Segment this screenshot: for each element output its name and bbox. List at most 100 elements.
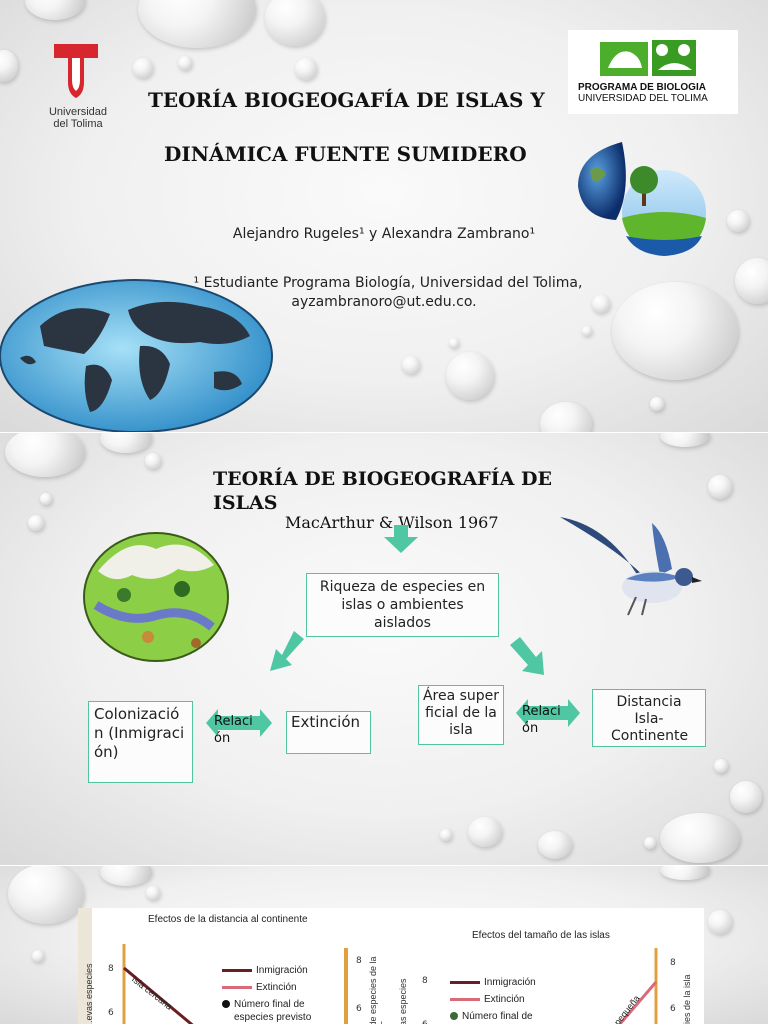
left-chart-right-y-label: ...de especies de la isla bbox=[368, 956, 382, 1024]
blue-jay-illustration bbox=[556, 515, 706, 631]
water-drop bbox=[138, 0, 256, 48]
program-logo-text: PROGRAMA DE BIOLOGIA UNIVERSIDAD DEL TOL… bbox=[578, 82, 733, 104]
legend-label: Número final de bbox=[462, 1011, 533, 1022]
water-drop bbox=[592, 295, 610, 313]
earth-nature-image bbox=[576, 140, 708, 258]
right-chart-y-label: ...vas especies bbox=[398, 978, 408, 1024]
water-drop bbox=[0, 50, 18, 82]
left-immigration-line bbox=[123, 966, 194, 1024]
left-chart-legend: Inmigración Extinción Número final de es… bbox=[222, 964, 352, 1024]
slide2-title-line2: ISLAS bbox=[213, 492, 278, 514]
world-map-image bbox=[0, 276, 275, 432]
relacion-left-label: Relación bbox=[214, 714, 253, 746]
water-drop bbox=[644, 837, 656, 849]
affiliation-email: ayzambranoro@ut.edu.co. bbox=[291, 294, 477, 310]
slide2-title: TEORÍA DE BIOGEOGRAFÍA DE ISLAS bbox=[213, 467, 552, 515]
left-chart-title: Efectos de la distancia al continente bbox=[148, 914, 308, 925]
frog-logo-icon bbox=[600, 40, 696, 76]
water-drop bbox=[735, 258, 768, 304]
water-drop bbox=[295, 58, 317, 80]
water-drop bbox=[440, 829, 452, 841]
water-drop bbox=[178, 56, 192, 70]
right-chart-tick: 8 bbox=[670, 958, 676, 968]
university-name: Universidad del Tolima bbox=[38, 106, 118, 130]
water-drop bbox=[714, 759, 728, 773]
right-extinction-line bbox=[618, 981, 658, 1024]
water-drop bbox=[145, 453, 161, 469]
legend-item-extinction: Extinción bbox=[222, 981, 352, 994]
right-chart-legend: Inmigración Extinción Número final de bbox=[450, 976, 580, 1023]
water-drop bbox=[133, 58, 153, 78]
water-drop bbox=[730, 781, 762, 813]
water-drop bbox=[146, 886, 160, 900]
legend-item-immigration: Inmigración bbox=[222, 964, 352, 977]
water-drop bbox=[28, 515, 44, 531]
relacion-left-arrow: Relación bbox=[206, 709, 272, 746]
water-drop bbox=[708, 475, 732, 499]
distancia-box: Distancia Isla-Continente bbox=[592, 689, 706, 747]
program-logo: PROGRAMA DE BIOLOGIA UNIVERSIDAD DEL TOL… bbox=[568, 30, 738, 114]
page-edge bbox=[78, 908, 92, 1024]
left-chart-tick: 8 bbox=[356, 956, 362, 966]
legend-label: Inmigración bbox=[256, 965, 308, 976]
right-chart-tick: 6 bbox=[670, 1004, 676, 1014]
relacion-right-label: Relación bbox=[522, 704, 561, 736]
university-name-line2: del Tolima bbox=[53, 118, 103, 130]
water-drop bbox=[582, 326, 592, 336]
water-drop bbox=[449, 338, 459, 348]
water-drop bbox=[25, 0, 85, 20]
legend-label: Número final de especies previsto bbox=[234, 999, 312, 1023]
water-drop bbox=[468, 817, 502, 847]
water-drop bbox=[650, 397, 664, 411]
legend-item-immigration: Inmigración bbox=[450, 976, 580, 989]
water-drop bbox=[40, 493, 52, 505]
water-drop bbox=[265, 0, 325, 46]
slide-title: Universidad del Tolima PROGRAMA DE BIOLO… bbox=[0, 0, 768, 432]
left-chart-tick: 6 bbox=[108, 1008, 114, 1018]
program-logo-line1: PROGRAMA DE BIOLOGIA bbox=[578, 82, 706, 93]
arrow-down-icon bbox=[384, 525, 418, 557]
water-drop bbox=[540, 402, 592, 432]
water-drop bbox=[708, 910, 732, 934]
water-drop bbox=[32, 950, 44, 962]
legend-label: Inmigración bbox=[484, 977, 536, 988]
left-chart-plot bbox=[122, 944, 194, 1024]
water-drop bbox=[538, 831, 572, 859]
water-drop bbox=[5, 433, 85, 477]
right-chart-plot bbox=[618, 948, 658, 1024]
slide2-subtitle: MacArthur & Wilson 1967 bbox=[285, 513, 499, 532]
left-chart-tick: 6 bbox=[356, 1004, 362, 1014]
slide2-title-line1: TEORÍA DE BIOGEOGRAFÍA DE bbox=[213, 468, 552, 490]
university-logo-icon bbox=[48, 42, 104, 100]
species-richness-box: Riqueza de especies en islas o ambientes… bbox=[306, 573, 499, 637]
arrow-down-left-icon bbox=[268, 631, 306, 677]
right-chart-tick: 8 bbox=[422, 976, 428, 986]
island-illustration bbox=[78, 515, 234, 665]
left-chart-right-axis bbox=[344, 948, 348, 1024]
water-drop bbox=[727, 210, 749, 232]
left-chart-y-label: ...evas especies bbox=[84, 963, 94, 1024]
water-drop bbox=[8, 866, 84, 924]
program-logo-line2: UNIVERSIDAD DEL TOLIMA bbox=[578, 93, 708, 104]
water-drop bbox=[660, 813, 740, 863]
water-drop bbox=[660, 433, 710, 447]
authors: Alejandro Rugeles¹ y Alexandra Zambrano¹ bbox=[232, 226, 536, 242]
university-name-line1: Universidad bbox=[48, 106, 108, 118]
water-drop bbox=[100, 866, 152, 886]
legend-label: Extinción bbox=[256, 982, 297, 993]
legend-item-extinction: Extinción bbox=[450, 993, 580, 1006]
right-chart-right-y-label: ...cies de la isla bbox=[682, 974, 692, 1024]
affiliation: ¹ Estudiante Programa Biología, Universi… bbox=[0, 274, 768, 312]
water-drop bbox=[660, 866, 710, 880]
water-drop bbox=[446, 352, 494, 400]
water-drop bbox=[100, 433, 152, 453]
title-line2: DINÁMICA FUENTE SUMIDERO bbox=[164, 142, 527, 166]
extincion-box: Extinción bbox=[286, 711, 371, 754]
double-arrow-icon bbox=[516, 699, 580, 727]
relacion-right-arrow: Relación bbox=[516, 699, 580, 736]
legend-item-final-species: Número final de especies previsto bbox=[222, 998, 344, 1024]
colonizacion-box: Colonización (Inmigración) bbox=[88, 701, 193, 783]
legend-item-final-species: Número final de bbox=[450, 1010, 580, 1023]
chart-panel: Efectos de la distancia al continente ..… bbox=[78, 908, 704, 1024]
arrow-down-right-icon bbox=[508, 637, 546, 681]
